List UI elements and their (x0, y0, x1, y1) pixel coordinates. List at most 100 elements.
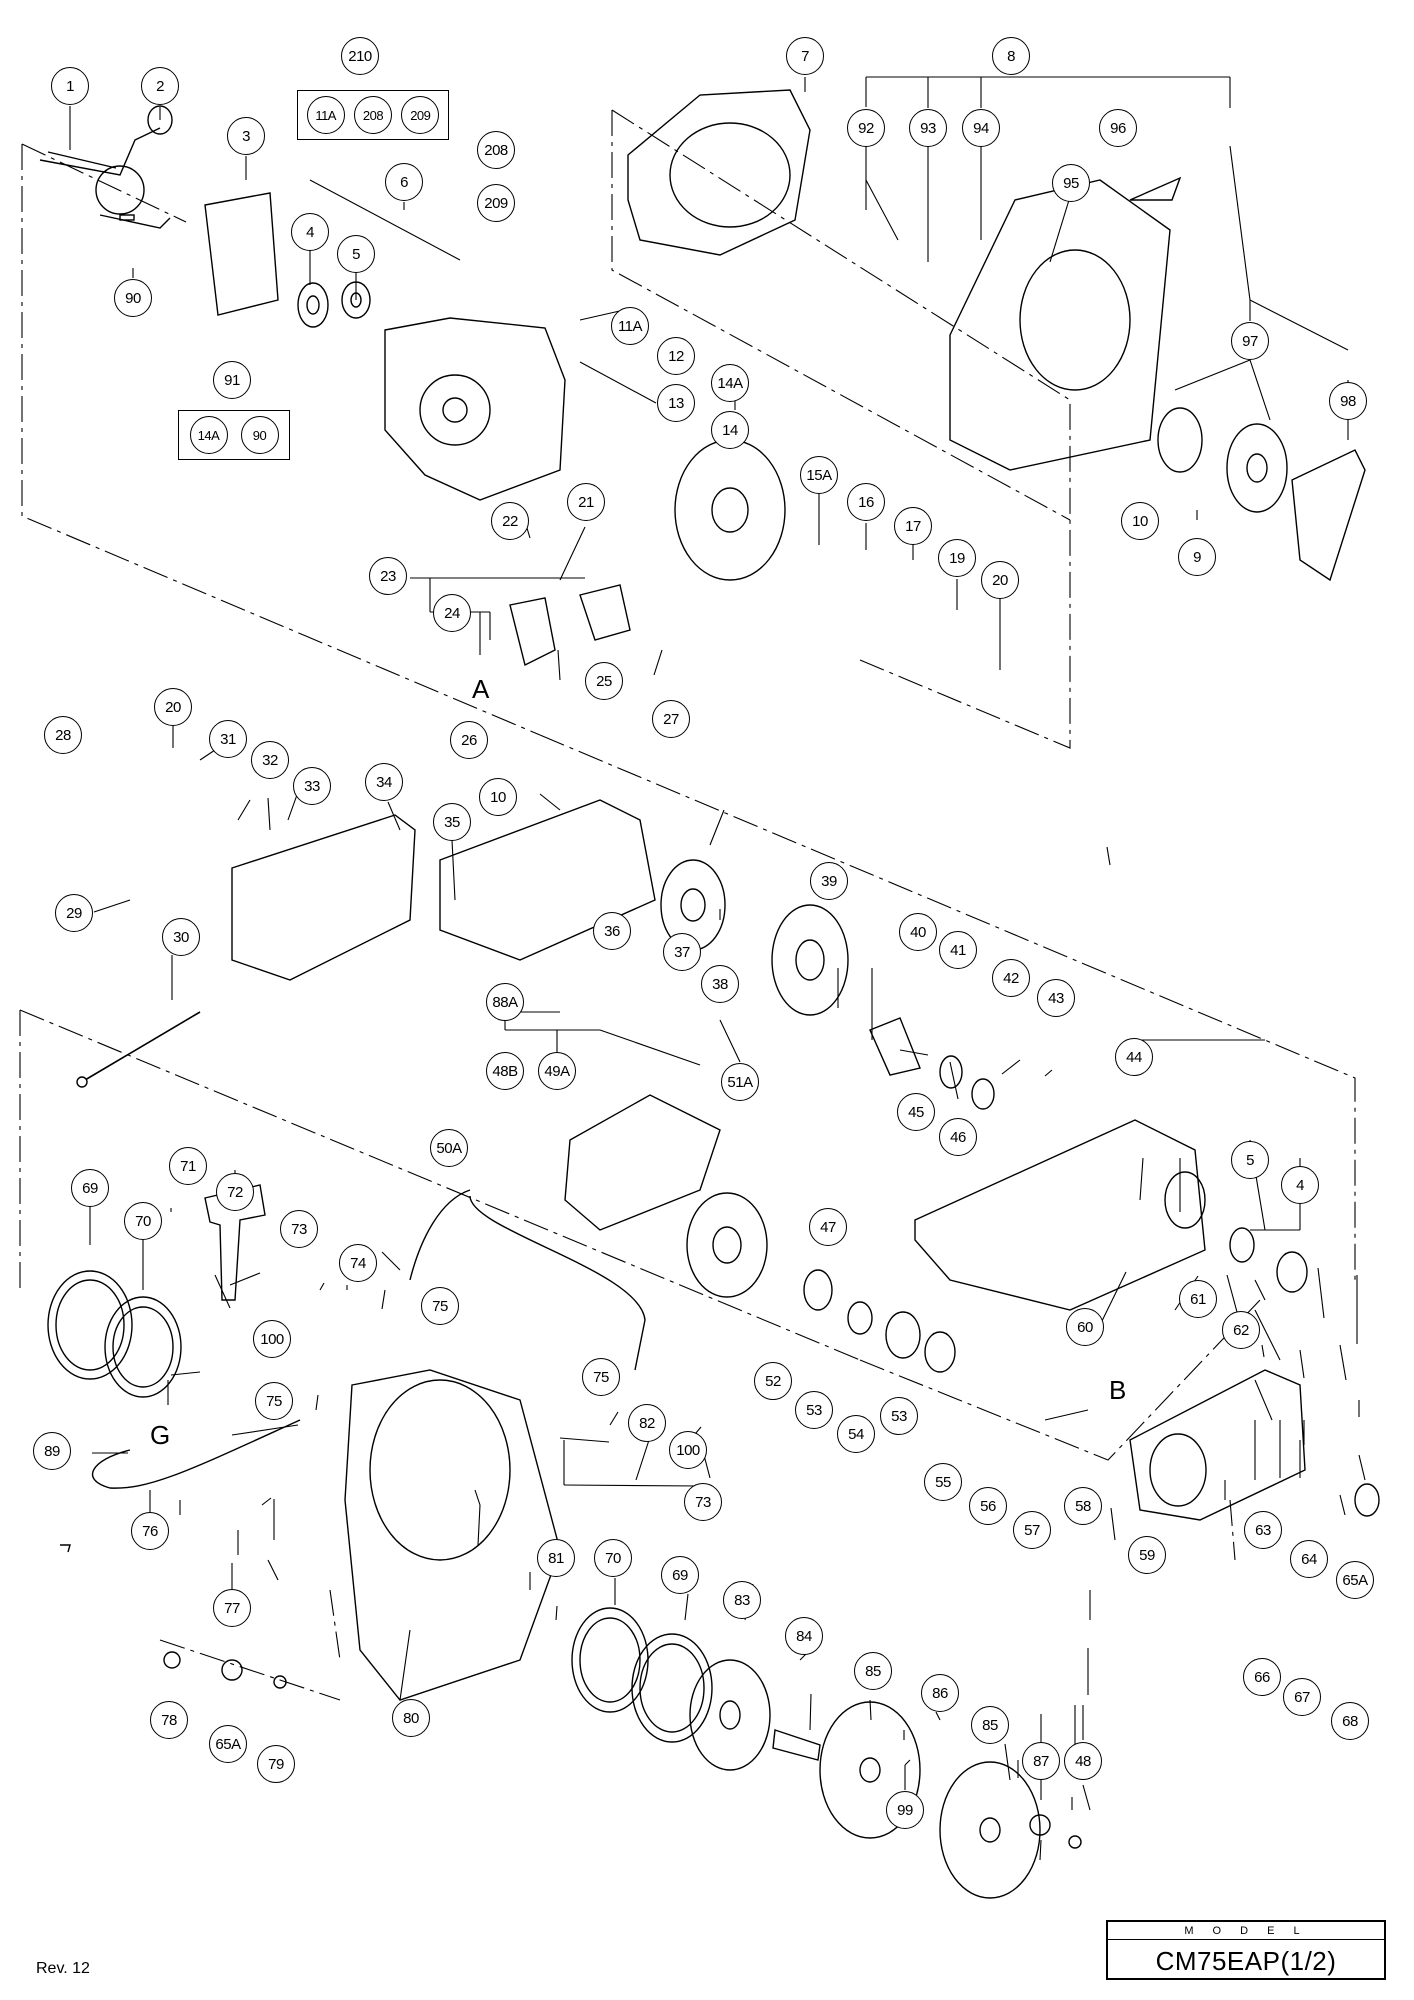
callout-42: 42 (992, 959, 1030, 997)
callout-68: 68 (1331, 1702, 1369, 1740)
callout-85: 85 (854, 1652, 892, 1690)
callout-88a: 88A (486, 983, 524, 1021)
callout-28: 28 (44, 716, 82, 754)
callout-17: 17 (894, 507, 932, 545)
callout-57: 57 (1013, 1511, 1051, 1549)
connection-letter-a: A (472, 674, 490, 704)
callout-9: 9 (1178, 538, 1216, 576)
callout-10-b: 10 (479, 778, 517, 816)
callout-99: 99 (886, 1791, 924, 1829)
callout-19: 19 (938, 539, 976, 577)
callout-16: 16 (847, 483, 885, 521)
callout-26: 26 (450, 721, 488, 759)
recoil-starter-part (949, 179, 1171, 471)
callout-1: 1 (51, 67, 89, 105)
arm-cover-part (1129, 1369, 1306, 1521)
callout-6: 6 (385, 163, 423, 201)
callout-20-b: 20 (154, 688, 192, 726)
kit-210-item-208: 208 (353, 96, 392, 134)
callout-46: 46 (939, 1118, 977, 1156)
callout-29: 29 (55, 894, 93, 932)
callout-40: 40 (899, 913, 937, 951)
callout-53: 53 (795, 1391, 833, 1429)
kit-210-item-11a: 11A (306, 96, 345, 134)
callout-89: 89 (33, 1432, 71, 1470)
callout-75-c: 75 (582, 1358, 620, 1396)
revision-label: Rev. 12 (36, 1960, 90, 1977)
callout-75: 75 (421, 1287, 459, 1325)
callout-5: 5 (337, 235, 375, 273)
callout-91: 91 (213, 361, 251, 399)
belt-guard-part (231, 814, 416, 981)
callout-73: 73 (280, 1210, 318, 1248)
callout-80: 80 (392, 1699, 430, 1737)
callout-86: 86 (921, 1674, 959, 1712)
drive-belt-part (564, 1094, 721, 1231)
callout-21: 21 (567, 483, 605, 521)
callout-36: 36 (593, 912, 631, 950)
crankshaft-part (39, 105, 173, 229)
callout-70-b: 70 (594, 1539, 632, 1577)
callout-31: 31 (209, 720, 247, 758)
kit-box-210: 11A 208 209 (297, 90, 449, 140)
callout-75-b: 75 (255, 1382, 293, 1420)
callout-98: 98 (1329, 382, 1367, 420)
callout-67: 67 (1283, 1678, 1321, 1716)
callout-62: 62 (1222, 1311, 1260, 1349)
callout-61: 61 (1179, 1280, 1217, 1318)
callout-44: 44 (1115, 1038, 1153, 1076)
callout-22: 22 (491, 502, 529, 540)
callout-25: 25 (585, 662, 623, 700)
blade-guard-part (344, 1369, 561, 1701)
model-title-block: M O D E L CM75EAP(1/2) (1106, 1920, 1386, 1980)
callout-20: 20 (981, 561, 1019, 599)
callout-79: 79 (257, 1745, 295, 1783)
flywheel-part (674, 439, 786, 581)
callout-35: 35 (433, 803, 471, 841)
callout-7: 7 (786, 37, 824, 75)
callout-76: 76 (131, 1512, 169, 1550)
callout-210: 210 (341, 37, 379, 75)
callout-95: 95 (1052, 164, 1090, 202)
callout-23: 23 (369, 557, 407, 595)
callout-71: 71 (169, 1147, 207, 1185)
callout-2: 2 (141, 67, 179, 105)
callout-56: 56 (969, 1487, 1007, 1525)
callout-90: 90 (114, 279, 152, 317)
callout-208: 208 (477, 131, 515, 169)
connection-letter-b: B (1109, 1375, 1127, 1405)
callout-48: 48 (1064, 1742, 1102, 1780)
callout-92: 92 (847, 109, 885, 147)
callout-43: 43 (1037, 979, 1075, 1017)
callout-39: 39 (810, 862, 848, 900)
callout-51a: 51A (721, 1063, 759, 1101)
kit-91-item-90: 90 (240, 416, 279, 454)
callout-87: 87 (1022, 1742, 1060, 1780)
callout-55: 55 (924, 1463, 962, 1501)
connection-letter-g: G (150, 1420, 171, 1450)
callout-74: 74 (339, 1244, 377, 1282)
callout-37: 37 (663, 933, 701, 971)
callout-12: 12 (657, 337, 695, 375)
kit-210-item-209: 209 (401, 96, 440, 134)
callout-209: 209 (477, 184, 515, 222)
callout-78: 78 (150, 1701, 188, 1739)
callout-3: 3 (227, 117, 265, 155)
callout-15a: 15A (800, 456, 838, 494)
callout-81: 81 (537, 1539, 575, 1577)
callout-94: 94 (962, 109, 1000, 147)
callout-5-b: 5 (1231, 1141, 1269, 1179)
callout-59: 59 (1128, 1536, 1166, 1574)
callout-32: 32 (251, 741, 289, 779)
callout-72: 72 (216, 1173, 254, 1211)
cutter-arm-part (914, 1119, 1206, 1311)
callout-49a: 49A (538, 1052, 576, 1090)
callout-14: 14 (711, 411, 749, 449)
model-caption: M O D E L (1184, 1925, 1308, 1937)
callout-14a: 14A (711, 364, 749, 402)
callout-100: 100 (253, 1320, 291, 1358)
callout-70: 70 (124, 1202, 162, 1240)
callout-54: 54 (837, 1415, 875, 1453)
